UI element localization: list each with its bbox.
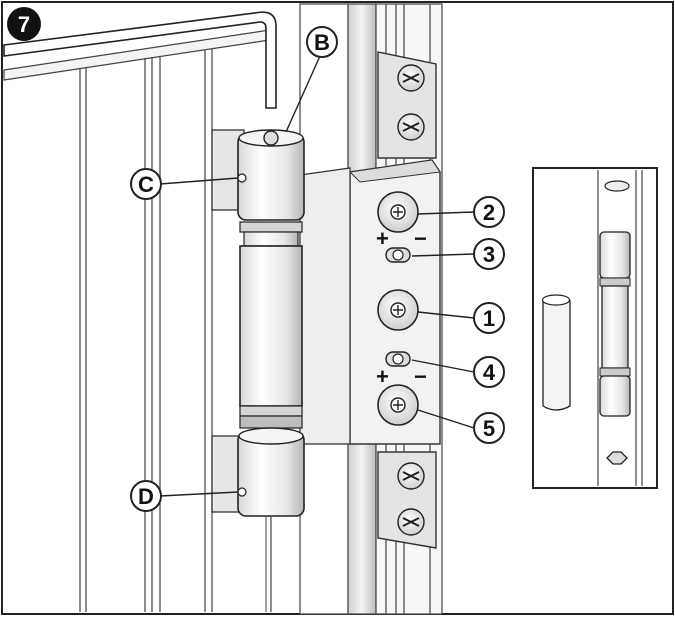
callout-B: B: [306, 26, 338, 58]
callout-2: 2: [473, 196, 505, 228]
callout-4: 4: [473, 356, 505, 388]
minus-sign-upper: −: [414, 226, 427, 251]
upper-frame-bracket: [377, 51, 437, 159]
plus-sign-lower: +: [376, 364, 389, 389]
callout-2-label: 2: [483, 200, 495, 225]
callout-D: D: [130, 480, 162, 512]
callout-3-label: 3: [483, 242, 495, 267]
inset-removed-sleeve: [542, 300, 571, 411]
callout-5: 5: [473, 412, 505, 444]
adjustment-plate: + − + −: [327, 159, 441, 445]
screw-C[interactable]: [237, 173, 247, 183]
step-badge: 7: [7, 7, 41, 41]
callout-5-label: 5: [483, 416, 495, 441]
screw-D[interactable]: [237, 487, 247, 497]
callout-1-label: 1: [483, 306, 495, 331]
plus-sign-upper: +: [376, 226, 389, 251]
screw-B[interactable]: [263, 130, 279, 146]
callout-4-label: 4: [483, 360, 496, 385]
callout-C-label: C: [138, 172, 154, 197]
inset-detail: [532, 167, 658, 489]
allen-key: [3, 11, 277, 109]
callout-B-label: B: [314, 30, 330, 55]
lower-frame-bracket: [377, 451, 437, 549]
minus-sign-lower: −: [414, 364, 427, 389]
callout-D-label: D: [138, 484, 154, 509]
callout-3: 3: [473, 238, 505, 270]
step-number: 7: [18, 12, 30, 37]
leader-lines: [159, 55, 475, 497]
hinge: [211, 129, 351, 612]
callout-1: 1: [473, 302, 505, 334]
middle-knuckle: [239, 245, 303, 407]
upper-knuckle: [237, 133, 305, 221]
callout-C: C: [130, 168, 162, 200]
